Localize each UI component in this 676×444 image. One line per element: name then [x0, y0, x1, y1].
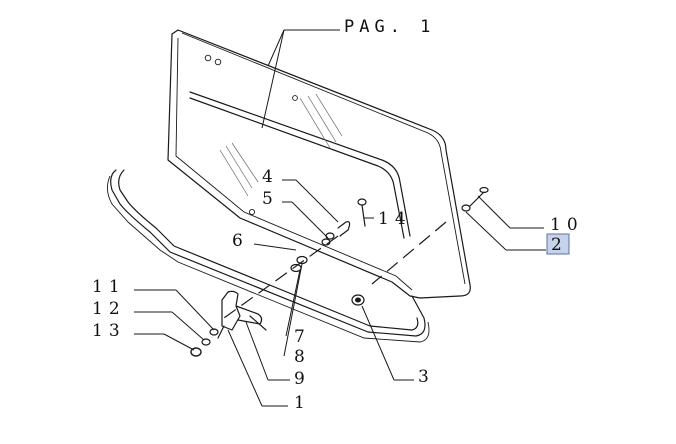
- bolt-14: 14: [357, 198, 412, 229]
- assembly-axis: [223, 221, 447, 319]
- callout-4: 4: [262, 167, 279, 187]
- callout-13: 13: [92, 321, 126, 341]
- washers-6-7-8: 6 7 8: [232, 231, 311, 367]
- callout-2[interactable]: 2: [551, 235, 568, 255]
- right-bolt-assembly: 10 2: [461, 186, 584, 255]
- callout-6: 6: [232, 231, 249, 251]
- callout-11: 11: [92, 277, 126, 297]
- latch-handle: 1 9: [217, 290, 311, 413]
- glass-panel: [167, 29, 471, 299]
- callout-3: 3: [418, 367, 435, 387]
- callout-10: 10: [550, 215, 584, 235]
- callout-5: 5: [262, 189, 279, 209]
- callout-8: 8: [294, 347, 311, 367]
- small-parts-11-12-13: 11 12 13: [92, 277, 219, 357]
- window-seal: [107, 169, 430, 343]
- page-ref-label: PAG. 1: [344, 17, 435, 37]
- fasteners-4-5: 4 5: [262, 167, 351, 246]
- callout-1: 1: [294, 393, 311, 413]
- callout-2-highlight[interactable]: [546, 233, 570, 255]
- callout-9: 9: [294, 369, 311, 389]
- callout-12: 12: [92, 299, 126, 319]
- page-reference: PAG. 1: [261, 17, 435, 129]
- grommet-3: 3: [351, 294, 435, 387]
- callout-7: 7: [294, 327, 311, 347]
- callout-14: 14: [378, 209, 412, 229]
